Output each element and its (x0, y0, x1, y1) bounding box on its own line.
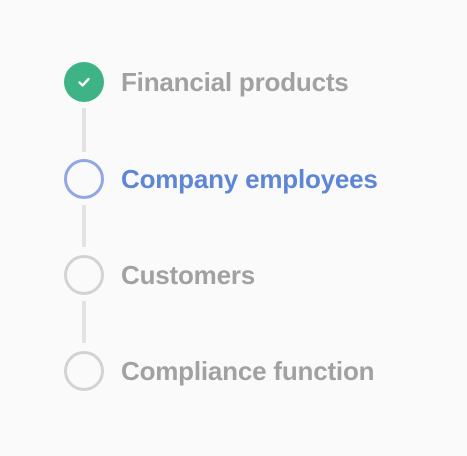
check-icon (78, 77, 90, 87)
step-compliance-function[interactable]: Compliance function (64, 351, 375, 391)
step-connector (82, 108, 86, 152)
step-label: Company employees (121, 163, 378, 194)
step-completed-indicator (64, 62, 104, 102)
step-company-employees[interactable]: Company employees (64, 159, 378, 199)
step-label: Financial products (121, 66, 349, 97)
step-financial-products[interactable]: Financial products (64, 62, 349, 102)
step-connector (82, 301, 86, 343)
step-connector (82, 205, 86, 247)
step-label: Compliance function (121, 355, 375, 386)
step-pending-indicator (64, 351, 104, 391)
step-active-indicator (64, 159, 104, 199)
step-pending-indicator (64, 255, 104, 295)
step-label: Customers (121, 259, 256, 290)
step-customers[interactable]: Customers (64, 255, 255, 295)
